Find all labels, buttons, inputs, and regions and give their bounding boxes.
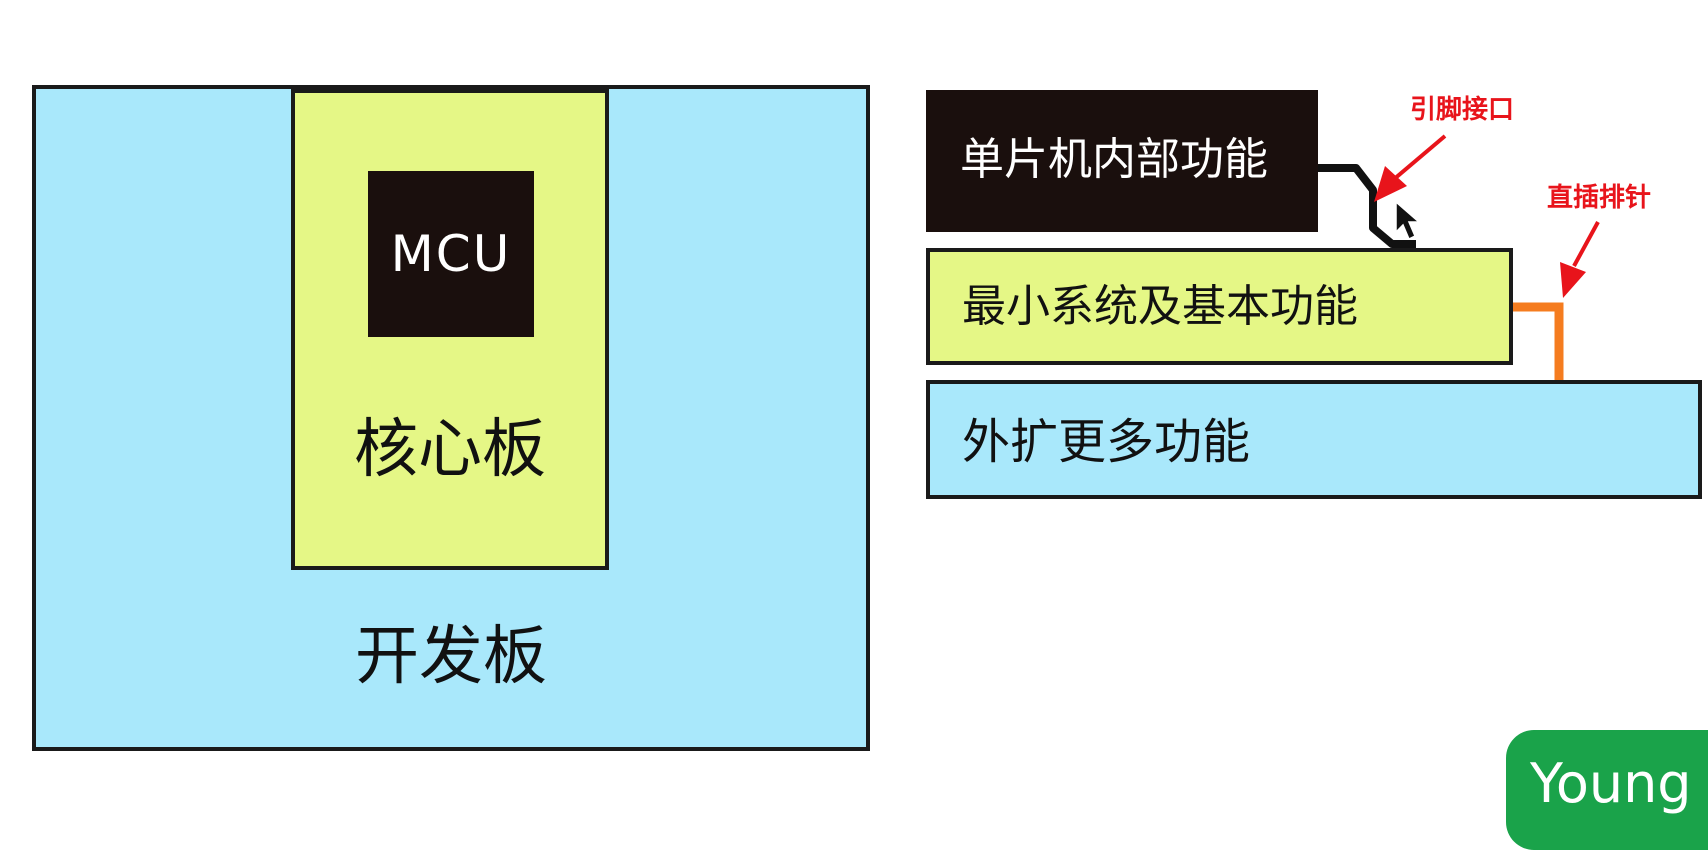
dev-board-label: 开发板	[355, 620, 547, 694]
minimum-system-layer	[926, 248, 1513, 365]
pin-interface-connector	[1318, 164, 1416, 248]
pin-header-connector	[1513, 302, 1564, 380]
mcu-chip-box	[368, 171, 534, 337]
connector-overlay	[1318, 134, 1600, 380]
mcu-internal-layer	[926, 90, 1318, 232]
extended-functions-layer-label: 外扩更多功能	[962, 414, 1251, 470]
core-board-label: 核心板	[354, 413, 546, 487]
extended-functions-layer	[926, 380, 1702, 499]
mcu-label: MCU	[390, 225, 512, 283]
watermark-text: Young	[1530, 752, 1692, 815]
pin-header-annotation: 直插排针	[1547, 183, 1652, 213]
pin-interface-annotation: 引脚接口	[1410, 95, 1515, 125]
pin-header-arrow	[1560, 221, 1600, 298]
pin-interface-arrow	[1374, 134, 1447, 202]
mouse-cursor-icon	[1395, 200, 1422, 241]
mcu-internal-layer-label: 单片机内部功能	[960, 134, 1268, 185]
minimum-system-layer-label: 最小系统及基本功能	[962, 281, 1358, 332]
